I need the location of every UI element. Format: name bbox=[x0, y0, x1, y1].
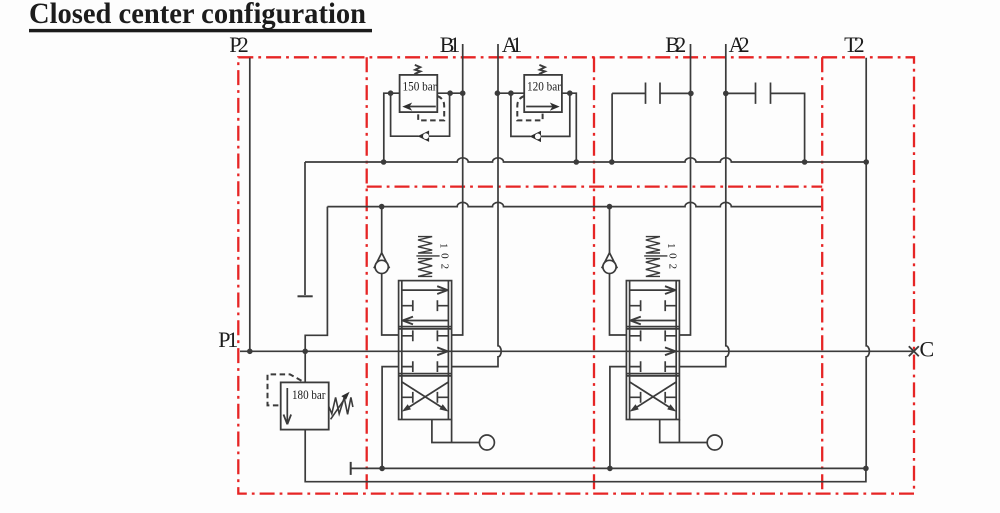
svg-text:180 bar: 180 bar bbox=[292, 388, 326, 402]
svg-text:Closed center configuration: Closed center configuration bbox=[29, 0, 366, 30]
svg-text:120 bar: 120 bar bbox=[527, 80, 562, 94]
svg-text:A2: A2 bbox=[729, 32, 750, 57]
svg-text:T2: T2 bbox=[844, 32, 865, 57]
svg-text:B2: B2 bbox=[665, 32, 686, 57]
svg-text:B1: B1 bbox=[440, 32, 461, 57]
svg-text:P1: P1 bbox=[218, 327, 238, 352]
svg-text:P2: P2 bbox=[229, 32, 248, 57]
svg-text:150 bar: 150 bar bbox=[403, 80, 438, 94]
svg-text:A1: A1 bbox=[502, 32, 523, 57]
svg-text:C: C bbox=[920, 337, 935, 362]
